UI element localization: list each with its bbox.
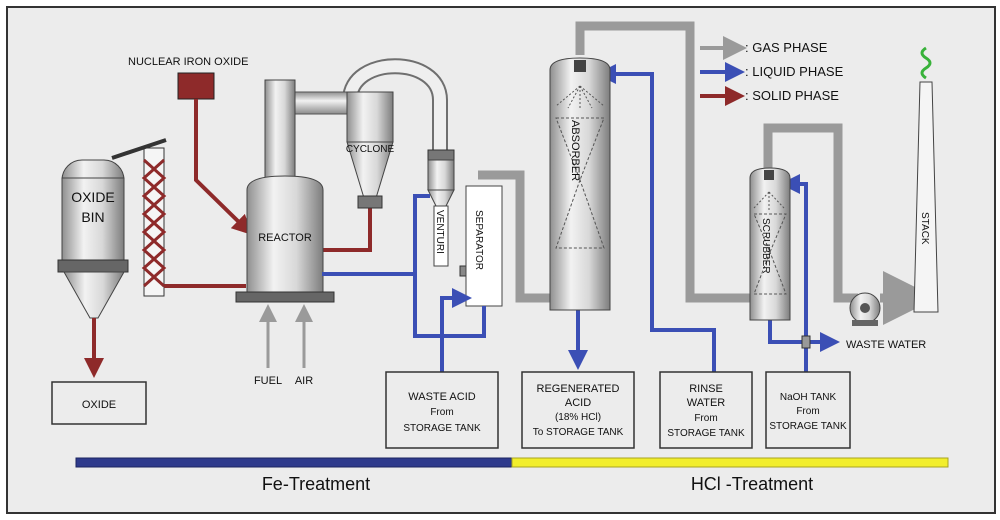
waste-water-label: WASTE WATER: [846, 339, 926, 351]
cyclone-label: CYCLONE: [346, 144, 395, 155]
regen-acid-destination: To STORAGE TANK: [533, 427, 624, 438]
hcl-treatment-label: HCl -Treatment: [691, 474, 813, 494]
oxide-box: OXIDE: [51, 381, 147, 425]
waste-acid-box: WASTE ACID From STORAGE TANK: [385, 371, 499, 449]
stack: STACK: [913, 46, 939, 313]
scrubber-label: SCRUBBER: [760, 218, 771, 274]
gas-pipe-scrubber-to-fan: [763, 123, 858, 303]
hcl-treatment-bar: [511, 457, 949, 468]
liquid-pipe-to-venturi: [413, 194, 430, 274]
stack-label: STACK: [919, 212, 930, 245]
separator: SEPARATOR: [465, 185, 503, 307]
naoh-tank-box: NaOH TANK From STORAGE TANK: [765, 371, 851, 449]
stack-plume-icon: [920, 46, 932, 80]
liquid-pipe-naoh: [780, 174, 808, 372]
reactor-label: REACTOR: [258, 232, 312, 244]
fe-treatment-bar: [75, 457, 513, 468]
oxide-box-label: OXIDE: [82, 399, 116, 411]
waste-acid-storage: STORAGE TANK: [403, 423, 481, 434]
air-label: AIR: [295, 375, 313, 387]
liquid-pipe-separator-bottom: [466, 306, 486, 338]
gas-pipe-separator-to-absorber: [478, 170, 550, 303]
liquid-pipe-rinse-water: [596, 64, 716, 372]
cyclone-duct: [344, 60, 446, 150]
liquid-pipe-reactor-to-separator: [322, 272, 466, 338]
fuel-label: FUEL: [254, 375, 282, 387]
naoh-tank-title: NaOH TANK: [780, 392, 837, 403]
absorber: ABSORBER: [549, 57, 611, 311]
rinse-water-title: RINSE: [689, 383, 723, 395]
naoh-tank-storage: STORAGE TANK: [769, 421, 847, 432]
fan: [849, 292, 881, 326]
regen-acid-concentration: (18% HCl): [555, 412, 601, 423]
regenerated-acid-box: REGENERATED ACID (18% HCl) To STORAGE TA…: [521, 371, 635, 449]
regen-acid-line2: ACID: [565, 397, 591, 409]
reactor: REACTOR: [235, 79, 335, 303]
nuclear-iron-oxide-hopper: [177, 72, 215, 100]
rinse-water-from: From: [694, 413, 717, 424]
reactor-cyclone-duct: [289, 91, 351, 115]
waste-water-valve: [801, 335, 811, 349]
venturi-label: VENTURI: [434, 210, 445, 254]
oxide-bin-label-2: BIN: [81, 209, 104, 225]
legend: : GAS PHASE : LIQUID PHASE : SOLID PHASE: [700, 36, 844, 106]
oxide-bin-label-1: OXIDE: [71, 189, 115, 205]
waste-acid-from: From: [430, 407, 453, 418]
liquid-pipe-waste-water: [768, 320, 840, 352]
rinse-water-storage: STORAGE TANK: [667, 428, 745, 439]
regen-acid-title: REGENERATED: [537, 383, 620, 395]
gas-pipes: [478, 21, 858, 303]
solid-pipes: [84, 99, 372, 378]
gas-pipe-absorber-to-scrubber: [575, 21, 750, 303]
legend-liquid-label: : LIQUID PHASE: [745, 64, 844, 79]
cyclone: CYCLONE: [346, 91, 395, 209]
legend-solid-label: : SOLID PHASE: [745, 88, 839, 103]
rinse-water-box: RINSE WATER From STORAGE TANK: [659, 371, 753, 449]
absorber-label: ABSORBER: [569, 120, 581, 181]
naoh-tank-from: From: [796, 406, 819, 417]
scrubber: SCRUBBER: [749, 167, 791, 321]
oxide-bin: OXIDE BIN: [57, 159, 129, 319]
solid-pipe-cyclone-to-reactor: [322, 208, 372, 252]
separator-label: SEPARATOR: [473, 210, 484, 270]
rinse-water-line2: WATER: [687, 397, 726, 409]
solid-pipe-iron-oxide-to-reactor: [194, 99, 253, 235]
venturi: VENTURI: [427, 149, 469, 277]
waste-acid-title: WASTE ACID: [408, 391, 475, 403]
bucket-conveyor: [111, 138, 167, 297]
nuclear-iron-oxide-label: NUCLEAR IRON OXIDE: [128, 56, 248, 68]
fe-treatment-label: Fe-Treatment: [262, 474, 370, 494]
liquid-pipe-waste-acid: [440, 288, 472, 372]
legend-gas-label: : GAS PHASE: [745, 40, 828, 55]
